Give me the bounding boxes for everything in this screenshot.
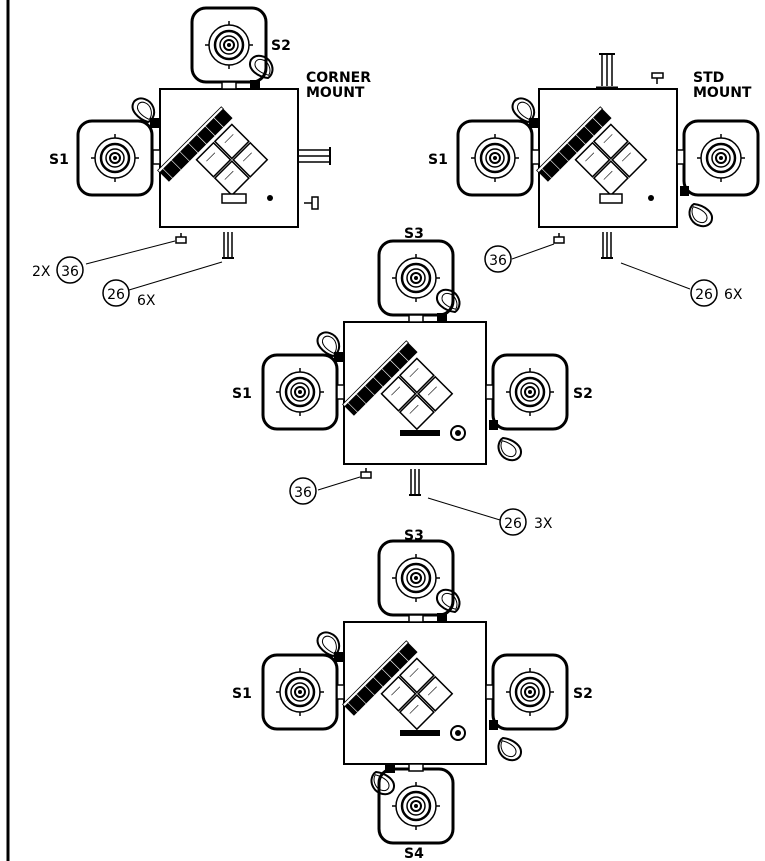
std-mount-title-line1: STD <box>693 70 724 86</box>
corner-mount-title-line2: MOUNT <box>306 85 365 101</box>
callout-26-balloon <box>499 508 527 536</box>
sensor-label-s2: S2 <box>573 386 593 402</box>
callout-26-number: 26 <box>695 287 713 303</box>
callout-36-balloon <box>484 245 512 273</box>
callout-26-qty: 6X <box>724 287 743 303</box>
corner-mount-title-line1: CORNER <box>306 70 371 86</box>
sensor-label-s3: S3 <box>404 226 424 242</box>
callout-26-qty: 3X <box>534 516 553 532</box>
sensor-label-s4: S4 <box>404 846 424 861</box>
three-sensor-view: S3 S1 S2 36 26 3X <box>232 226 593 536</box>
sensor-label-s1: S1 <box>49 152 69 168</box>
label-plate <box>400 430 440 436</box>
callout-36-balloon <box>289 477 317 505</box>
sensor-label-s3: S3 <box>404 528 424 544</box>
indicator-dot <box>267 195 273 201</box>
callout-26-number: 26 <box>107 287 125 303</box>
four-sensor-view: S3 S1 S2 S4 <box>232 528 593 861</box>
label-plate <box>599 193 623 204</box>
sensor-label-s1: S1 <box>232 386 252 402</box>
corner-mount-view: CORNER MOUNT S2 S1 2X 36 26 6X <box>32 6 371 309</box>
sensor-label-s1: S1 <box>232 686 252 702</box>
callout-36-qty: 2X <box>32 264 51 280</box>
sensor-label-s1: S1 <box>428 152 448 168</box>
std-mount-title-line2: MOUNT <box>693 85 752 101</box>
label-plate <box>400 730 440 736</box>
std-mount-view: STD MOUNT S1 36 26 6X <box>428 53 760 307</box>
label-plate <box>221 193 247 204</box>
indicator-dot <box>648 195 654 201</box>
callout-36-number: 36 <box>294 485 312 501</box>
callout-36-balloon <box>56 256 84 284</box>
callout-26-qty: 6X <box>137 293 156 309</box>
callout-26-number: 26 <box>504 516 522 532</box>
callout-26-balloon <box>690 279 718 307</box>
sensor-label-s2: S2 <box>271 38 291 54</box>
callout-36-number: 36 <box>489 253 507 269</box>
callout-26-balloon <box>102 279 130 307</box>
callout-36-number: 36 <box>61 264 79 280</box>
sensor-label-s2: S2 <box>573 686 593 702</box>
